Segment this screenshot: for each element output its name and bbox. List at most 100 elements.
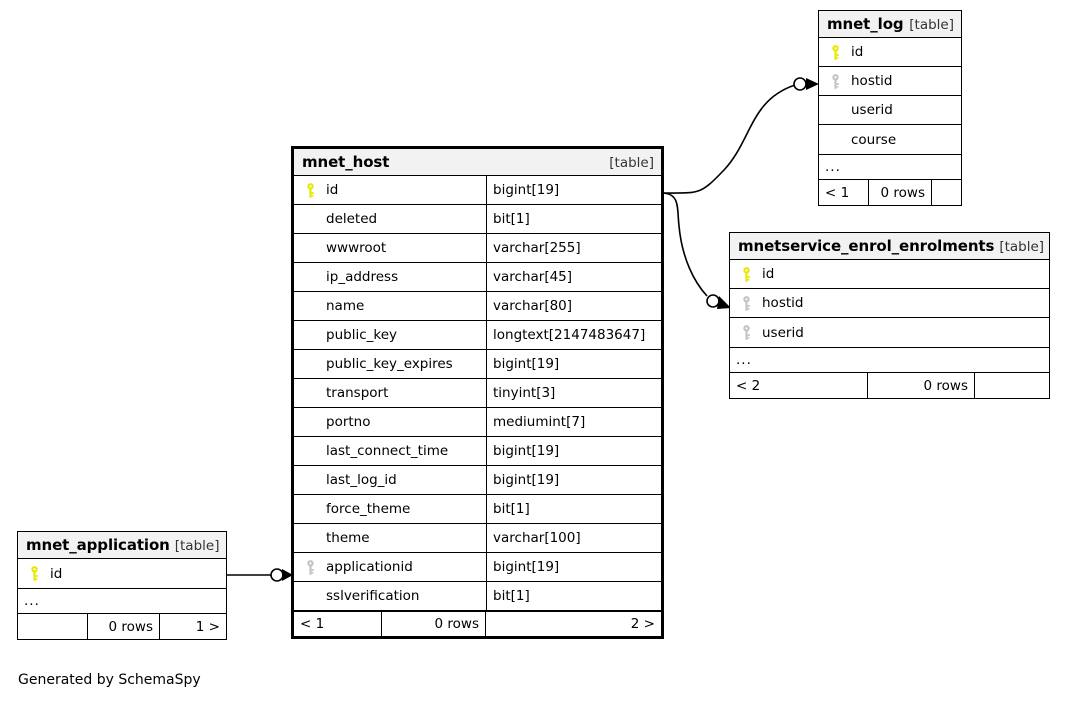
column-name: id bbox=[50, 565, 63, 582]
table-mnet_host[interactable]: mnet_host [table] id bigint[19] deleted … bbox=[291, 146, 664, 639]
foreign-key-icon bbox=[736, 295, 756, 311]
table-mnetservice_enrol_enrolments-tag: [table] bbox=[999, 239, 1045, 255]
column-name: userid bbox=[762, 324, 804, 341]
column-cell-name: last_connect_time bbox=[294, 437, 486, 465]
column-type: bit[1] bbox=[486, 205, 661, 233]
table-row[interactable]: portno mediumint[7] bbox=[294, 408, 661, 437]
generated-by-caption: Generated by SchemaSpy bbox=[18, 672, 201, 688]
table-mnet_log[interactable]: mnet_log [table] id hostid userid bbox=[818, 10, 962, 206]
column-type: varchar[100] bbox=[486, 524, 661, 552]
column-type: bigint[19] bbox=[486, 176, 661, 204]
table-row[interactable]: wwwroot varchar[255] bbox=[294, 234, 661, 263]
column-name: public_key_expires bbox=[326, 356, 453, 372]
table-mnet_application[interactable]: mnet_application [table] id ... 0 rows 1… bbox=[17, 531, 227, 640]
column-cell-name: wwwroot bbox=[294, 234, 486, 262]
column-type: bigint[19] bbox=[486, 553, 661, 581]
table-mnet_host-title: mnet_host bbox=[302, 153, 390, 171]
relationship-line-host-to-log bbox=[662, 84, 796, 194]
column-cell-name: deleted bbox=[294, 205, 486, 233]
table-row[interactable]: userid bbox=[819, 96, 961, 125]
column-name: id bbox=[326, 182, 339, 198]
primary-key-icon bbox=[24, 566, 44, 581]
table-row[interactable]: theme varchar[100] bbox=[294, 524, 661, 553]
column-name: name bbox=[326, 298, 365, 314]
foreign-key-icon bbox=[300, 559, 320, 575]
column-type: bigint[19] bbox=[486, 437, 661, 465]
table-row[interactable]: transport tinyint[3] bbox=[294, 379, 661, 408]
column-cell-name: public_key_expires bbox=[294, 350, 486, 378]
column-name: hostid bbox=[762, 295, 804, 311]
column-cell-name: hostid bbox=[730, 289, 1049, 317]
table-mnet_application-footer: 0 rows 1 > bbox=[18, 614, 226, 639]
column-type: tinyint[3] bbox=[486, 379, 661, 407]
table-row[interactable]: id bigint[19] bbox=[294, 176, 661, 205]
table-mnetservice_enrol_enrolments-title: mnetservice_enrol_enrolments bbox=[738, 237, 995, 255]
column-name: deleted bbox=[326, 211, 378, 227]
table-row[interactable]: last_connect_time bigint[19] bbox=[294, 437, 661, 466]
column-name: id bbox=[762, 266, 775, 282]
table-row[interactable]: hostid bbox=[819, 67, 961, 96]
column-name: course bbox=[851, 131, 897, 148]
table-row[interactable]: name varchar[80] bbox=[294, 292, 661, 321]
column-type: varchar[255] bbox=[486, 234, 661, 262]
column-cell-name: id bbox=[294, 176, 486, 204]
column-cell-name: id bbox=[819, 38, 961, 66]
column-cell-name: userid bbox=[819, 96, 961, 124]
column-cell-name: applicationid bbox=[294, 553, 486, 581]
column-cell-name: public_key bbox=[294, 321, 486, 349]
foreign-key-icon bbox=[825, 73, 845, 89]
column-name: last_log_id bbox=[326, 472, 397, 488]
column-cell-name: force_theme bbox=[294, 495, 486, 523]
table-row[interactable]: deleted bit[1] bbox=[294, 205, 661, 234]
table-mnetservice_enrol_enrolments-header: mnetservice_enrol_enrolments [table] bbox=[730, 233, 1049, 260]
column-name: ip_address bbox=[326, 269, 399, 285]
table-row[interactable]: last_log_id bigint[19] bbox=[294, 466, 661, 495]
table-row[interactable]: applicationid bigint[19] bbox=[294, 553, 661, 582]
footer-row-count: 0 rows bbox=[382, 612, 486, 636]
table-row[interactable]: hostid bbox=[730, 289, 1049, 318]
column-name: sslverification bbox=[326, 588, 420, 604]
column-name: applicationid bbox=[326, 559, 413, 575]
relationship-endpoint-circle-mnetservice bbox=[706, 294, 720, 308]
footer-next-link[interactable]: 2 > bbox=[630, 616, 655, 632]
table-row[interactable]: ip_address varchar[45] bbox=[294, 263, 661, 292]
footer-next-link[interactable] bbox=[975, 373, 1049, 398]
table-mnet_host-footer: < 1 0 rows 2 > bbox=[294, 611, 661, 636]
column-name: theme bbox=[326, 530, 370, 546]
more-columns-indicator: ... bbox=[730, 347, 1049, 373]
table-row[interactable]: sslverification bit[1] bbox=[294, 582, 661, 611]
column-name: userid bbox=[851, 102, 893, 118]
primary-key-icon bbox=[300, 182, 320, 198]
column-type: varchar[80] bbox=[486, 292, 661, 320]
footer-next-link[interactable] bbox=[932, 180, 961, 205]
column-type: mediumint[7] bbox=[486, 408, 661, 436]
column-type: bigint[19] bbox=[486, 466, 661, 494]
column-cell-name: id bbox=[730, 260, 1049, 288]
table-row[interactable]: public_key_expires bigint[19] bbox=[294, 350, 661, 379]
column-name: force_theme bbox=[326, 501, 411, 517]
table-row[interactable]: public_key longtext[2147483647] bbox=[294, 321, 661, 350]
footer-next-link[interactable]: 1 > bbox=[195, 618, 220, 635]
footer-prev-link[interactable]: < 2 bbox=[730, 373, 868, 398]
column-cell-name: hostid bbox=[819, 67, 961, 95]
primary-key-icon bbox=[736, 266, 756, 282]
column-type: bit[1] bbox=[486, 582, 661, 610]
column-cell-name: ip_address bbox=[294, 263, 486, 291]
column-cell-name: course bbox=[819, 125, 961, 154]
footer-row-count: 0 rows bbox=[88, 614, 160, 639]
column-type: varchar[45] bbox=[486, 263, 661, 291]
table-mnetservice_enrol_enrolments[interactable]: mnetservice_enrol_enrolments [table] id … bbox=[729, 232, 1050, 399]
footer-row-count: 0 rows bbox=[869, 180, 932, 205]
table-row[interactable]: course bbox=[819, 125, 961, 154]
table-row[interactable]: id bbox=[730, 260, 1049, 289]
footer-prev-link[interactable] bbox=[18, 614, 88, 639]
table-row[interactable]: userid bbox=[730, 318, 1049, 347]
table-row[interactable]: force_theme bit[1] bbox=[294, 495, 661, 524]
footer-prev-link[interactable]: < 1 bbox=[819, 180, 869, 205]
column-cell-name: sslverification bbox=[294, 582, 486, 610]
table-row[interactable]: id bbox=[18, 559, 226, 588]
table-row[interactable]: id bbox=[819, 38, 961, 67]
table-mnet_host-tag: [table] bbox=[609, 155, 654, 171]
footer-prev-link[interactable]: < 1 bbox=[294, 612, 382, 636]
